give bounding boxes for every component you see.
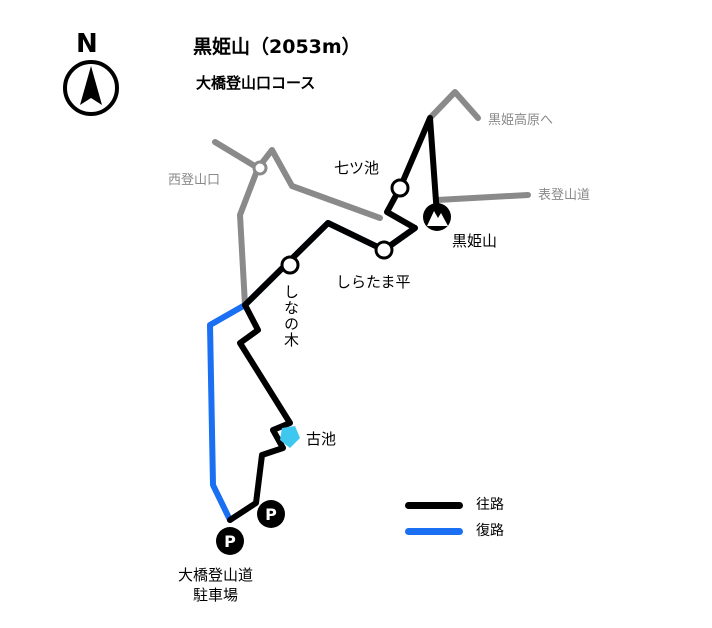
label-parking-line1: 大橋登山道 [178, 566, 254, 584]
legend-return-line [405, 528, 463, 535]
label-shiratamadaira: しらたま平 [336, 273, 411, 291]
waypoint-shinanoki [280, 255, 300, 275]
svg-text:P: P [224, 532, 236, 551]
pond-furuike-icon [280, 426, 300, 448]
label-nanatsu-ike: 七ツ池 [334, 159, 380, 177]
trail-to-kurohime-kogen [427, 89, 481, 121]
summit-mountain-icon [423, 203, 451, 231]
compass-north-label: N [76, 29, 98, 59]
label-kurohimeyama: 黒姫山 [452, 232, 498, 250]
waypoint-nishi-junction [252, 160, 268, 176]
parking-icon-2: P [216, 527, 244, 555]
north-compass-icon [63, 60, 119, 116]
label-shinanoki: しなの木 [282, 284, 300, 348]
legend-return-label: 復路 [476, 523, 504, 539]
label-parking: 大橋登山道 駐車場 [178, 565, 253, 605]
outbound-route [227, 115, 440, 523]
waypoint-shiratamadaira [374, 240, 394, 260]
map-subtitle: 大橋登山口コース [196, 74, 316, 92]
trail-omote-tozando [434, 192, 531, 203]
parking-icon-1: P [257, 500, 285, 528]
label-kurohime-kogen: 黒姫高原へ [488, 113, 554, 128]
trail-west-connector [237, 165, 261, 308]
legend-outbound-line [405, 502, 463, 509]
trail-nishi-tozanguchi [212, 139, 383, 221]
svg-text:P: P [265, 505, 277, 524]
map-title: 黒姫山（2053m） [193, 36, 361, 58]
label-parking-line2: 駐車場 [193, 586, 239, 604]
label-omote-tozando: 表登山道 [538, 188, 591, 203]
waypoint-nanatsu-ike [390, 178, 410, 198]
other-trails [212, 89, 531, 308]
legend-outbound-label: 往路 [476, 497, 504, 513]
label-furuike: 古池 [306, 430, 337, 448]
label-nishi-tozanguchi: 西登山口 [168, 173, 221, 188]
